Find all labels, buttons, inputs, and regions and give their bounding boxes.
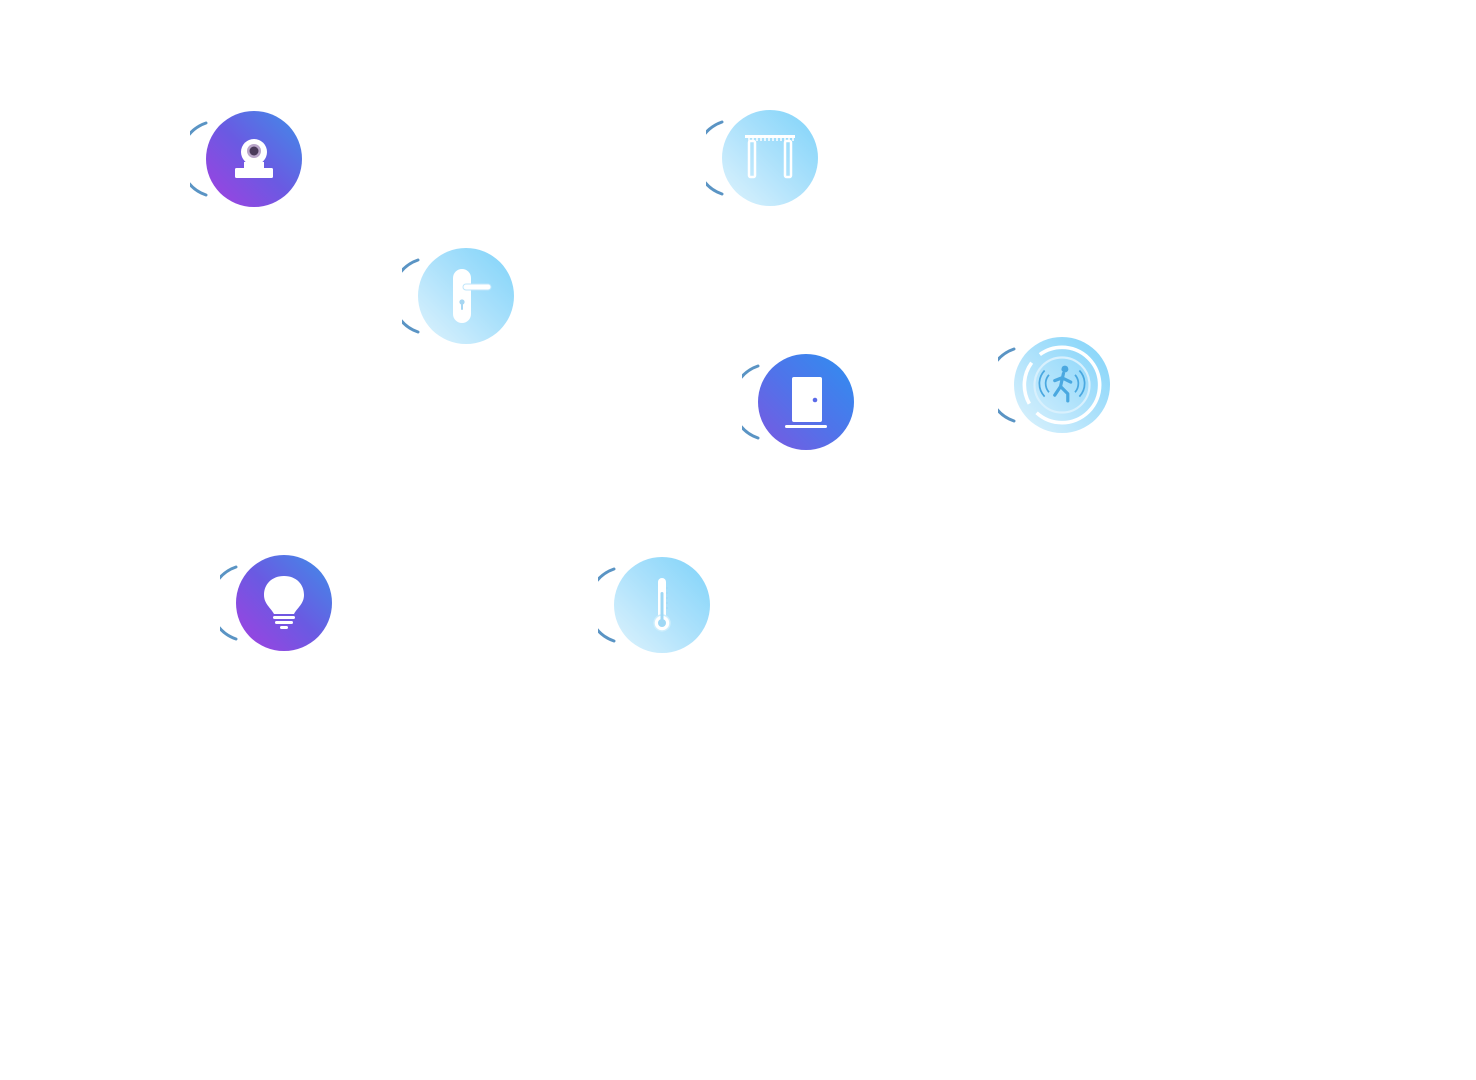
device-curtain[interactable] [706,108,830,208]
device-camera-badge [206,111,302,207]
device-motion-sensor[interactable] [998,335,1122,435]
device-camera[interactable] [190,109,314,209]
device-thermometer[interactable] [598,555,722,655]
device-door-lock-badge [418,248,514,344]
curtain-icon [745,135,795,179]
motion-sensor-icon [1022,345,1102,425]
door-icon [785,377,827,428]
device-motion-sensor-badge [1014,337,1110,433]
device-door-sensor-badge [758,354,854,450]
device-curtain-badge [722,110,818,206]
door-handle-icon [453,269,492,323]
camera-icon [235,139,273,178]
device-door-lock[interactable] [402,246,526,346]
thermometer-icon [653,578,671,632]
device-thermometer-badge [614,557,710,653]
device-light-bulb-badge [236,555,332,651]
device-light-bulb[interactable] [220,553,344,653]
device-door-sensor[interactable] [742,352,866,452]
light-bulb-icon [264,576,304,629]
